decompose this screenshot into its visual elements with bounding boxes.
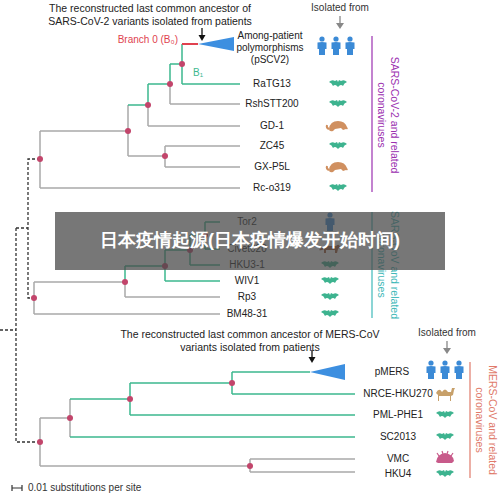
taxon-label: Rp3 xyxy=(207,291,287,303)
taxon-label: RshSTT200 xyxy=(227,98,317,110)
taxon-label: HKU4 xyxy=(358,468,438,480)
branch-label: Branch 0 (B₀) xyxy=(88,34,178,46)
clade-label: MERS-CoV and related coronaviruses xyxy=(473,358,498,483)
taxon-label: pMERS xyxy=(357,366,427,378)
taxon-label: GX-P5L xyxy=(227,161,317,173)
taxon-label: PML-PHE1 xyxy=(358,409,438,421)
taxon-label: Rc-o319 xyxy=(227,182,317,194)
ancestor-triangle xyxy=(310,364,345,380)
human-icon xyxy=(346,36,355,55)
node-dot xyxy=(37,156,43,162)
taxon-label: ZC45 xyxy=(227,140,317,152)
header-arrow xyxy=(336,23,344,29)
figure-callout: The reconstructed last common ancestor o… xyxy=(115,328,385,353)
bat-icon xyxy=(321,310,339,317)
figure-callout: The reconstructed last common ancestor o… xyxy=(33,2,268,27)
clade-bracket xyxy=(371,36,372,192)
branch-zero xyxy=(182,43,198,45)
taxon-label: WIV1 xyxy=(207,275,287,287)
tree-branch xyxy=(40,84,240,188)
bat-icon xyxy=(436,433,454,440)
hedgehog-icon xyxy=(436,451,454,463)
column-header: Isolated from xyxy=(295,2,385,14)
bat-icon xyxy=(436,470,454,477)
node-dot xyxy=(127,396,133,402)
node-dot xyxy=(145,102,151,108)
taxon-label: RaTG13 xyxy=(227,78,317,90)
bat-icon xyxy=(329,80,347,87)
human-icon xyxy=(455,360,464,379)
watermark-text: 日本疫情起源(日本疫情爆发开始时间) xyxy=(100,229,400,252)
bat-icon xyxy=(436,411,454,418)
bat-icon xyxy=(321,277,339,284)
header-arrow xyxy=(443,348,451,354)
human-icon xyxy=(318,36,327,55)
node-dot xyxy=(167,81,173,87)
pointer-arrow xyxy=(309,357,316,363)
taxon-label: SC2013 xyxy=(358,431,438,443)
human-icon xyxy=(441,360,450,379)
tree-branch xyxy=(128,44,240,105)
human-icon xyxy=(427,360,436,379)
pangolin-icon xyxy=(327,121,348,131)
bat-icon xyxy=(329,184,347,191)
taxon-label: GD-1 xyxy=(227,120,317,132)
header-arrow xyxy=(446,341,447,349)
node-dot xyxy=(162,153,168,159)
tree-branch xyxy=(70,372,355,437)
node-dot xyxy=(37,439,43,445)
human-icon xyxy=(332,36,341,55)
node-dot xyxy=(247,463,253,469)
scale-bar xyxy=(12,485,22,491)
node-dot xyxy=(229,380,235,386)
bat-icon xyxy=(329,100,347,107)
bat-icon xyxy=(321,293,339,300)
node-dot xyxy=(122,279,128,285)
watermark-banner: 日本疫情起源(日本疫情爆发开始时间) xyxy=(55,212,445,270)
header-arrow xyxy=(339,16,340,24)
node-dot xyxy=(125,128,131,134)
taxon-label: Among-patient polymorphisms (pSCV2) xyxy=(228,30,312,66)
pointer-arrow xyxy=(199,35,206,41)
taxon-label: VMC xyxy=(358,453,438,465)
tree-branch xyxy=(34,282,220,314)
camel-icon xyxy=(436,388,455,401)
clade-label: SARS-CoV-2 and related coronaviruses xyxy=(375,48,400,183)
bat-icon xyxy=(329,142,347,149)
pointer-arrow xyxy=(201,28,202,36)
branch-label: B₁ xyxy=(193,67,223,79)
node-dot xyxy=(67,415,73,421)
scale-label: 0.01 substitutions per site xyxy=(28,482,188,494)
ancestor-triangle xyxy=(198,37,234,51)
taxon-label: NRCE-HKU270 xyxy=(358,388,438,400)
column-header: Isolated from xyxy=(407,327,487,339)
pangolin-icon xyxy=(327,162,348,172)
tree-branch xyxy=(40,399,355,472)
clade-bracket xyxy=(469,362,470,478)
root-link xyxy=(0,159,40,442)
node-dot xyxy=(31,295,37,301)
taxon-label: BM48-31 xyxy=(207,308,287,320)
node-dot xyxy=(179,61,185,67)
